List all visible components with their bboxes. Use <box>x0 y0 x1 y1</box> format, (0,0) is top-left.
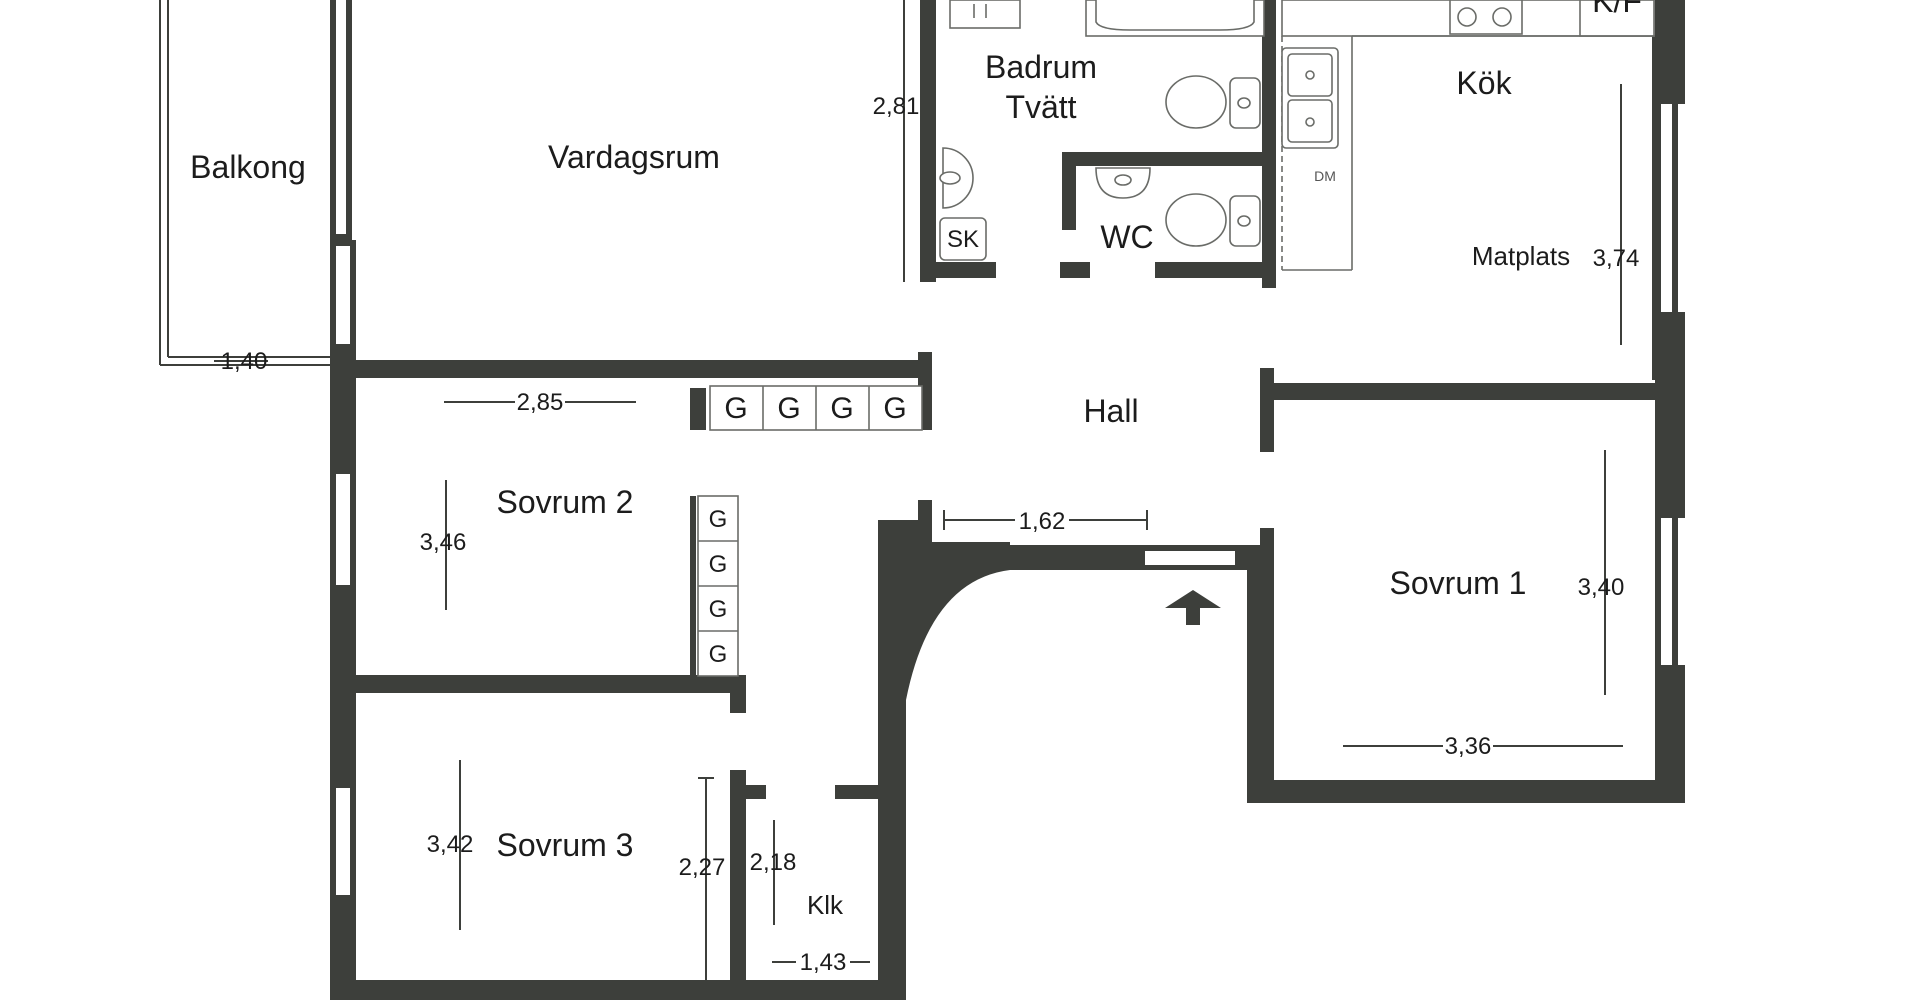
dimension-lines <box>444 0 1623 980</box>
walls <box>330 0 1685 1000</box>
wardrobe-label: G <box>709 596 728 623</box>
dim-klk-width: 1,43 <box>800 949 847 976</box>
wardrobe-label: G <box>883 392 906 425</box>
dm-label: DM <box>1314 168 1336 184</box>
wardrobe-label: G <box>709 551 728 578</box>
wardrobe-label: G <box>777 392 800 425</box>
dim-sovrum3-inner-height: 2,27 <box>679 854 726 881</box>
wardrobe-label: G <box>709 506 728 533</box>
room-label-wc: WC <box>1100 219 1153 255</box>
wardrobes-sovrum2: G G G G <box>697 495 739 677</box>
room-label-sovrum3: Sovrum 3 <box>497 827 634 863</box>
room-label-sovrum1: Sovrum 1 <box>1390 565 1527 601</box>
dim-sovrum3-height: 3,42 <box>427 831 474 858</box>
wardrobe-label: G <box>830 392 853 425</box>
balcony <box>159 0 330 366</box>
wardrobe-label: G <box>724 392 747 425</box>
bathroom-fixtures: SK <box>939 0 1265 261</box>
dim-matplats-height: 3,74 <box>1593 245 1640 272</box>
dim-sovrum1-width: 3,36 <box>1445 733 1492 760</box>
entry-arrow-icon <box>1165 590 1221 625</box>
dim-sovrum2-height: 3,46 <box>420 529 467 556</box>
dim-badrum-height: 2,81 <box>873 93 920 120</box>
room-label-sovrum2: Sovrum 2 <box>497 484 634 520</box>
kitchen-fixtures: K/F DM <box>1281 0 1655 271</box>
dim-klk-height: 2,18 <box>750 849 797 876</box>
wardrobe-label: G <box>709 641 728 668</box>
room-label-balkong: Balkong <box>190 149 306 185</box>
room-label-badrum: Badrum <box>985 49 1097 85</box>
room-label-matplats: Matplats <box>1472 241 1570 271</box>
dim-hall-width: 1,62 <box>1019 508 1066 535</box>
sk-label: SK <box>947 226 979 253</box>
room-label-tvatt: Tvätt <box>1005 89 1076 125</box>
kf-label: K/F <box>1592 0 1642 19</box>
dim-balkong-width: 1,40 <box>221 348 268 375</box>
room-label-vardagsrum: Vardagsrum <box>548 139 720 175</box>
room-label-klk: Klk <box>807 890 844 920</box>
room-label-kok: Kök <box>1456 65 1512 101</box>
wardrobes-hall: G G G G <box>709 385 923 431</box>
dim-sovrum1-height: 3,40 <box>1578 574 1625 601</box>
room-label-hall: Hall <box>1083 393 1138 429</box>
dim-sovrum2-width: 2,85 <box>517 389 564 416</box>
